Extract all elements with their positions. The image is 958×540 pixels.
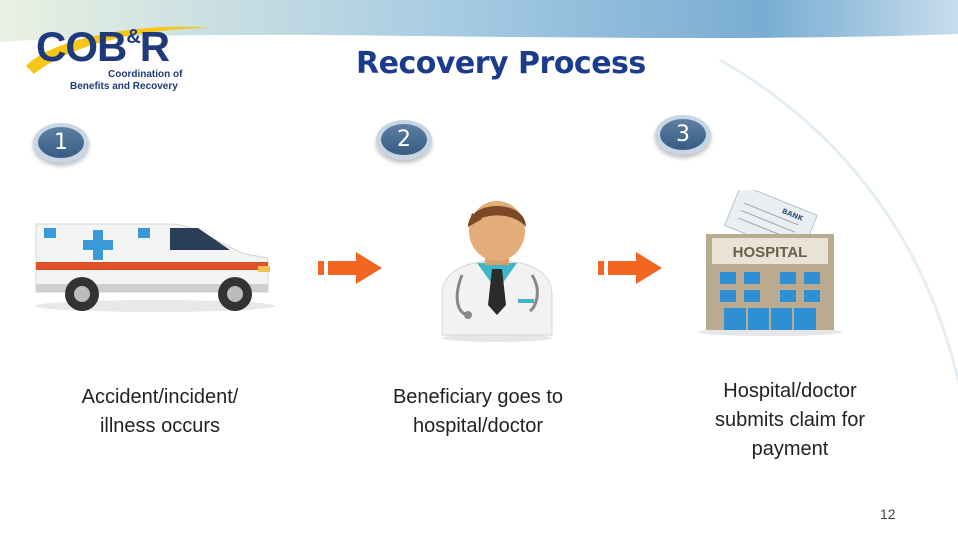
step-1-badge: 1: [33, 123, 89, 163]
ambulance-icon: [35, 223, 275, 312]
step-2-badge: 2: [376, 120, 432, 160]
arrow-right-icon: [598, 252, 662, 284]
step-3-badge: 3: [655, 115, 711, 155]
logo-subtitle-line2: Benefits and Recovery: [70, 81, 178, 92]
page-title: Recovery Process: [356, 46, 646, 81]
page-number: 12: [880, 506, 896, 522]
step-2-number: 2: [381, 124, 427, 155]
step-1-caption: Accident/incident/ illness occurs: [81, 386, 239, 437]
logo-subtitle-line1: Coordination of: [108, 69, 183, 80]
step-3-caption: Hospital/doctor submits claim for paymen…: [714, 380, 866, 460]
hospital-icon: BANK HOSPITAL: [698, 190, 842, 336]
logo-wordmark: COB&R: [36, 23, 170, 70]
step-1-number: 1: [38, 127, 84, 158]
arrow-right-icon: [318, 252, 382, 284]
cobr-logo: COB&R Coordination of Benefits and Recov…: [22, 14, 222, 94]
hospital-sign: HOSPITAL: [733, 244, 808, 261]
header-band: [0, 0, 958, 42]
step-2-caption: Beneficiary goes to hospital/doctor: [392, 386, 564, 437]
doctor-icon: [441, 201, 553, 342]
decorative-curve: [719, 60, 958, 381]
step-3-number: 3: [660, 119, 706, 150]
